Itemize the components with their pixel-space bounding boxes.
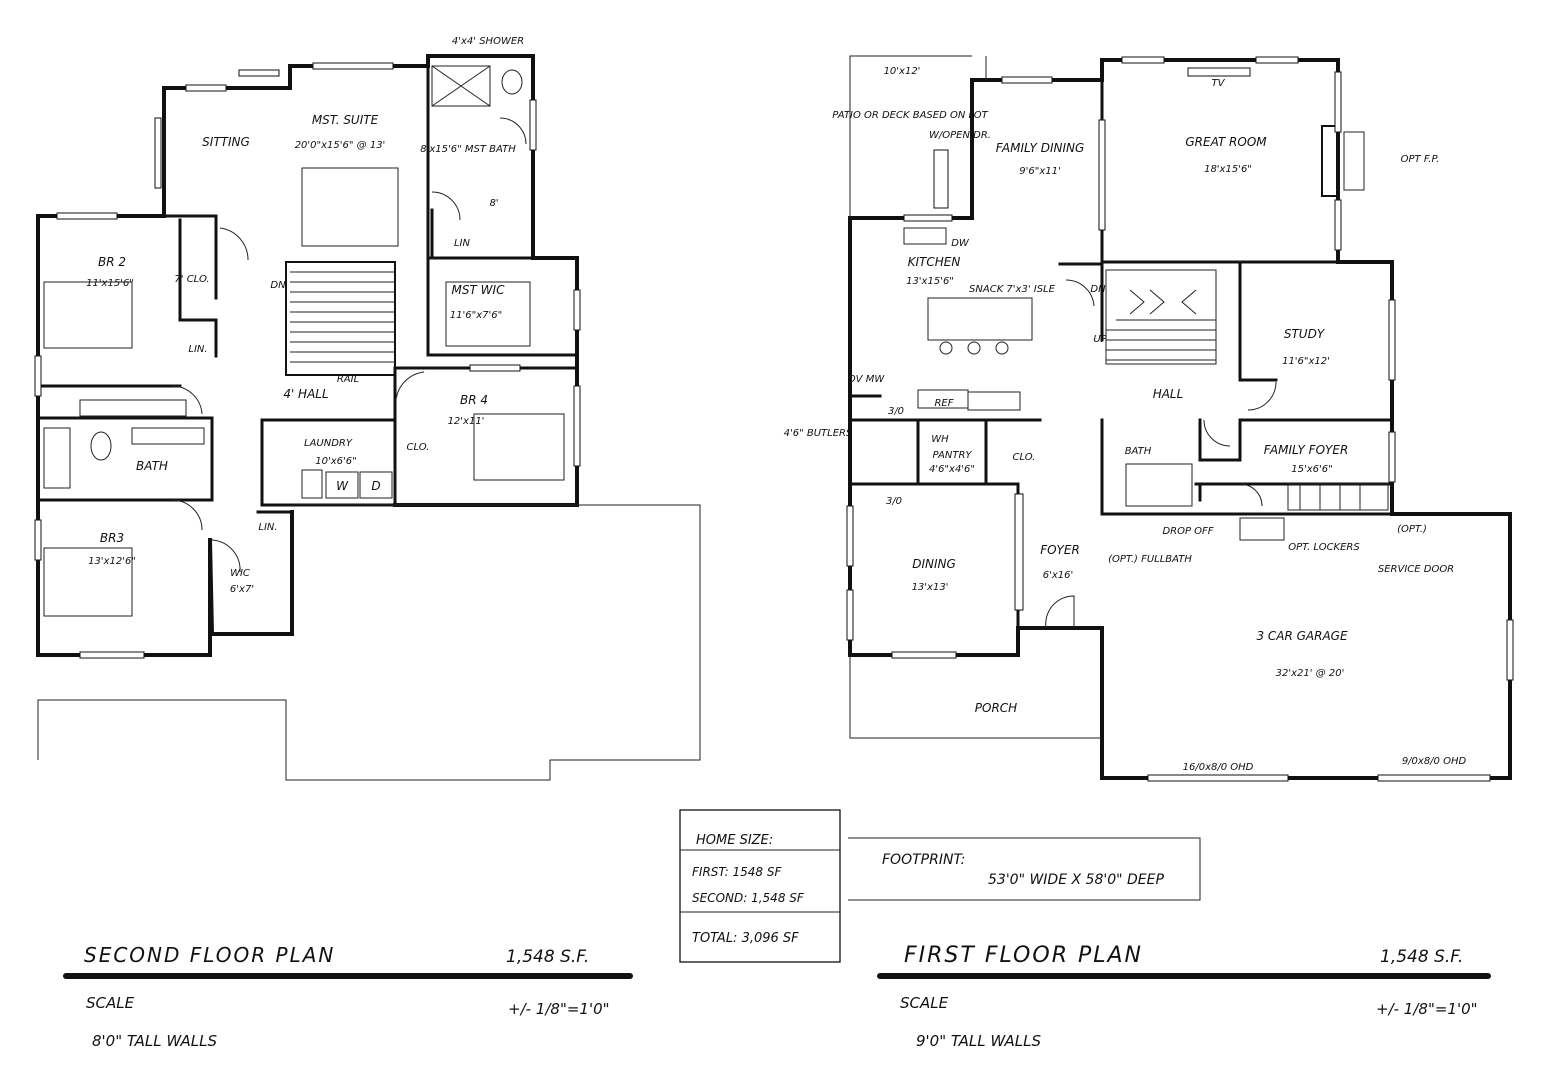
footprint-label: FOOTPRINT:	[882, 852, 965, 868]
first-floor-scale-value: +/- 1/8"=1'0"	[1376, 1000, 1478, 1018]
label-ov-mw: OV MW	[848, 374, 886, 385]
label-dryer: D	[371, 479, 380, 493]
footprint-box: FOOTPRINT: 53'0" WIDE X 58'0" DEEP	[848, 837, 1201, 901]
label-kitchen: KITCHEN	[908, 255, 961, 269]
second-floor-title-block: SECOND FLOOR PLAN 1,548 S.F. SCALE +/- 1…	[63, 943, 633, 1050]
label-snack: SNACK 7'x3' ISLE	[969, 284, 1056, 295]
footprint-value: 53'0" WIDE X 58'0" DEEP	[988, 872, 1164, 888]
label-opt-fullbath: (OPT.) FULLBATH	[1108, 554, 1192, 565]
label-drop-off: DROP OFF	[1162, 526, 1213, 537]
label-family-foyer: FAMILY FOYER	[1264, 443, 1349, 457]
label-br4-dim: 12'x11'	[448, 416, 485, 427]
second-floor-scale-label: SCALE	[86, 994, 135, 1012]
label-pantry: PANTRY	[932, 450, 972, 461]
home-size-second: SECOND: 1,548 SF	[692, 891, 805, 905]
label-mst-suite: MST. SUITE	[312, 113, 379, 127]
first-floor-walls-note: 9'0" TALL WALLS	[916, 1032, 1041, 1050]
label-wdoor: W/OPEN DR.	[929, 130, 991, 141]
label-family-dining: FAMILY DINING	[996, 141, 1085, 155]
label-family-foyer-dim: 15'x6'6"	[1291, 464, 1332, 475]
label-lin1: LIN.	[188, 344, 207, 355]
first-floor-labels: 10'x12' PATIO OR DECK BASED ON LOT W/OPE…	[784, 66, 1467, 773]
label-tv: TV	[1212, 78, 1226, 89]
label-stair-up: UP	[1093, 334, 1107, 345]
label-dining-dim: 13'x13'	[912, 582, 949, 593]
label-clo-ff: CLO.	[1013, 452, 1036, 463]
label-service-door: SERVICE DOOR	[1378, 564, 1454, 575]
label-great-room-dim: 18'x15'6"	[1204, 164, 1252, 175]
label-pantry-dim: 4'6"x4'6"	[929, 464, 975, 475]
label-study-dim: 11'6"x12'	[1282, 356, 1330, 367]
label-clo-br4: CLO.	[407, 442, 430, 453]
label-clo-br2: 7' CLO.	[174, 274, 209, 285]
label-porch: PORCH	[975, 701, 1017, 715]
first-floor-area: 1,548 S.F.	[1380, 947, 1463, 967]
label-br2: BR 2	[98, 255, 126, 269]
label-dining: DINING	[912, 557, 956, 571]
label-wic: WIC	[230, 568, 250, 579]
second-floor-plan	[34, 54, 701, 781]
label-br2-dim: 11'x15'6"	[86, 278, 134, 289]
home-size-first: FIRST: 1548 SF	[692, 865, 782, 879]
first-floor-title-block: FIRST FLOOR PLAN 1,548 S.F. SCALE +/- 1/…	[877, 943, 1491, 1050]
label-hall: 4' HALL	[283, 387, 328, 401]
label-wh: WH	[931, 434, 949, 445]
label-dn: DN	[270, 280, 286, 291]
label-opt-service: (OPT.)	[1397, 524, 1427, 535]
label-patio-dim: 10'x12'	[884, 66, 921, 77]
label-ohd-1: 16/0x8/0 OHD	[1183, 762, 1254, 773]
label-laundry-dim: 10'x6'6"	[315, 456, 356, 467]
label-bath-ff: BATH	[1125, 446, 1152, 457]
label-study: STUDY	[1284, 327, 1326, 341]
label-stair-dn: DN	[1090, 284, 1106, 295]
label-lin2: LIN.	[258, 522, 277, 533]
label-great-room: GREAT ROOM	[1185, 135, 1267, 149]
label-mst-bath-ht: 8'	[489, 198, 498, 209]
first-floor-scale-label: SCALE	[900, 994, 949, 1012]
label-br3-dim: 13'x12'6"	[88, 556, 136, 567]
label-dim-3-0-top: 3/0	[888, 406, 904, 417]
label-bath: BATH	[136, 459, 168, 473]
label-mst-wic: MST WIC	[452, 283, 506, 297]
home-size-total: TOTAL: 3,096 SF	[692, 931, 799, 946]
home-size-heading: HOME SIZE:	[696, 833, 773, 848]
first-floor-plan	[846, 55, 1514, 782]
label-rail: RAIL	[337, 374, 359, 385]
label-br4: BR 4	[460, 393, 488, 407]
label-foyer: FOYER	[1040, 543, 1080, 557]
label-hall-ff: HALL	[1153, 387, 1184, 401]
label-butlers: 4'6" BUTLERS	[784, 428, 853, 439]
label-opt-lockers: OPT. LOCKERS	[1288, 542, 1360, 553]
label-garage: 3 CAR GARAGE	[1256, 629, 1348, 643]
first-floor-title: FIRST FLOOR PLAN	[904, 943, 1143, 968]
label-shower: 4'x4' SHOWER	[452, 36, 524, 47]
home-size-box: HOME SIZE: FIRST: 1548 SF SECOND: 1,548 …	[679, 809, 841, 963]
second-floor-walls-note: 8'0" TALL WALLS	[92, 1032, 217, 1050]
label-lin-mst: LIN	[454, 238, 471, 249]
label-br3: BR3	[100, 531, 124, 545]
second-floor-area: 1,548 S.F.	[506, 947, 589, 967]
label-washer: W	[336, 479, 349, 493]
second-floor-labels: 4'x4' SHOWER SITTING MST. SUITE 20'0"x15…	[86, 36, 524, 595]
label-foyer-dim: 6'x16'	[1043, 570, 1074, 581]
label-wic-dim: 6'x7'	[230, 584, 254, 595]
label-ohd-2: 9/0x8/0 OHD	[1402, 756, 1467, 767]
second-floor-scale-value: +/- 1/8"=1'0"	[508, 1000, 610, 1018]
label-dw: DW	[951, 238, 970, 249]
label-opt-fp: OPT F.P.	[1401, 154, 1440, 165]
label-ref: REF	[934, 398, 953, 409]
label-patio: PATIO OR DECK BASED ON LOT	[832, 110, 988, 121]
label-dim-3-0-bot: 3/0	[886, 496, 902, 507]
label-kitchen-dim: 13'x15'6"	[906, 276, 954, 287]
label-garage-dim: 32'x21' @ 20'	[1276, 668, 1345, 679]
second-floor-title: SECOND FLOOR PLAN	[84, 943, 335, 967]
label-mst-suite-dim: 20'0"x15'6" @ 13'	[295, 140, 386, 151]
label-mst-bath: 8'x15'6" MST BATH	[420, 144, 516, 155]
label-mst-wic-dim: 11'6"x7'6"	[450, 310, 502, 321]
label-laundry: LAUNDRY	[304, 438, 353, 449]
label-family-dining-dim: 9'6"x11'	[1019, 166, 1060, 177]
label-sitting: SITTING	[202, 135, 250, 149]
